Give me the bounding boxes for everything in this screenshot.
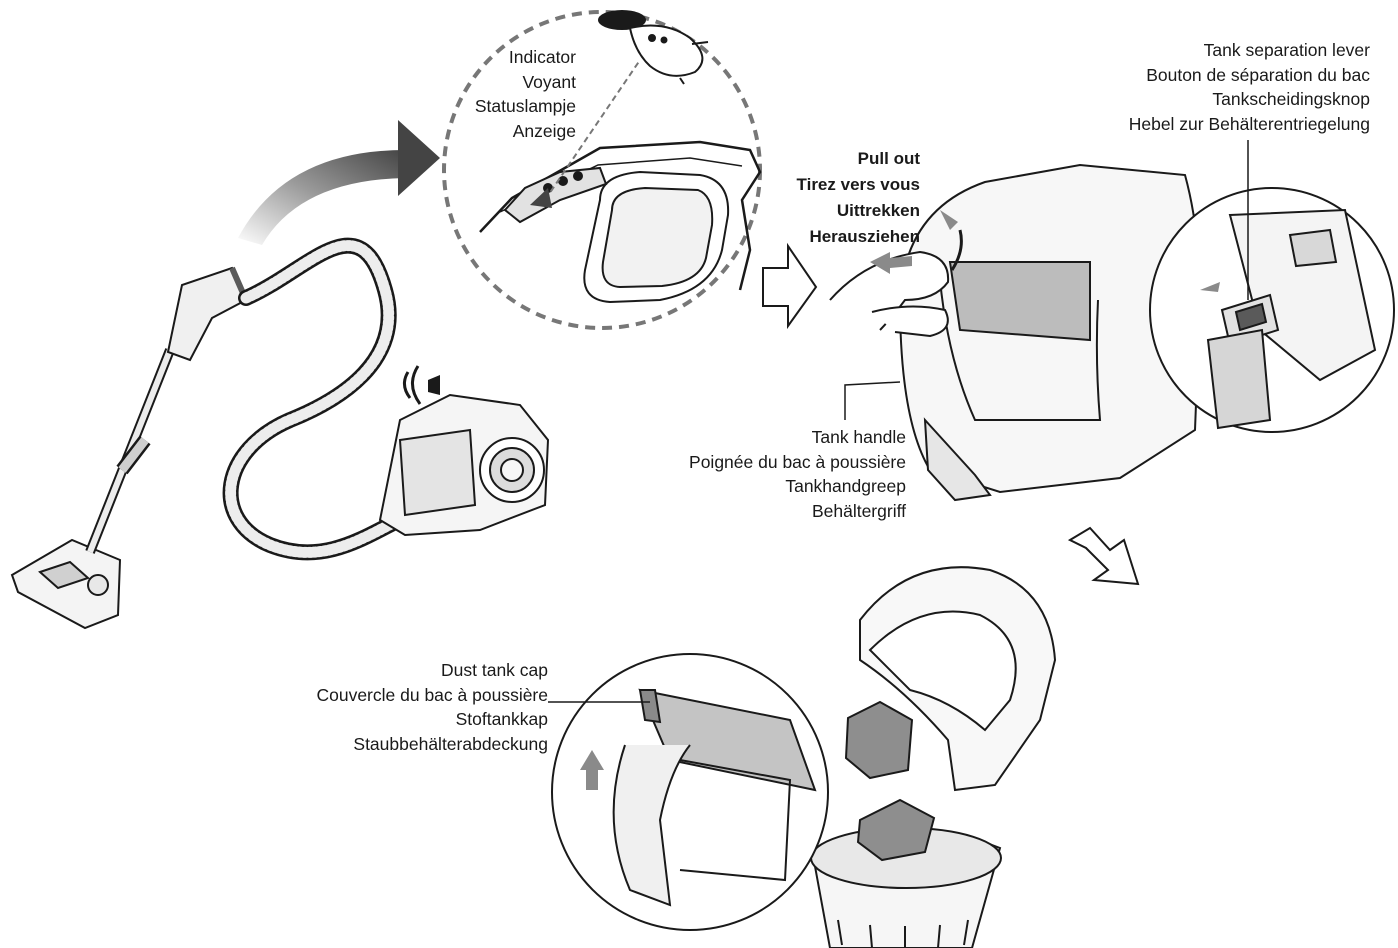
dust-mascot-icon [598, 10, 709, 85]
indicator-label: Indicator Voyant Statuslampje Anzeige [434, 45, 576, 143]
tank-handle-label: Tank handle Poignée du bac à poussière T… [636, 425, 906, 523]
dust-tank-cap-label-fr: Couvercle du bac à poussière [316, 684, 548, 705]
dust-tank-cap-label-nl: Stoftankkap [455, 709, 548, 729]
indicator-label-fr: Voyant [522, 71, 576, 92]
tank-handle-label-en: Tank handle [811, 427, 906, 447]
indicator-label-en: Indicator [508, 47, 576, 67]
indicator-label-nl: Statuslampje [474, 96, 576, 116]
dust-tank-cap-zoom-circle [548, 653, 829, 931]
pull-out-label-en: Pull out [857, 149, 920, 168]
tank-separation-lever-label: Tank separation lever Bouton de séparati… [1060, 38, 1370, 136]
tank-separation-lever-label-en: Tank separation lever [1203, 40, 1370, 60]
separation-lever-zoom-circle [1149, 140, 1395, 433]
dust-tank-cap-label-de: Staubbehälterabdeckung [353, 733, 548, 754]
tank-handle-label-nl: Tankhandgreep [785, 476, 906, 496]
curved-arrow-icon [238, 120, 440, 245]
pull-out-label: Pull out Tirez vers vous Uittrekken Hera… [760, 146, 920, 250]
pull-out-label-fr: Tirez vers vous [796, 175, 920, 194]
next-step-arrow-icon [762, 242, 818, 330]
vacuum-cleaner-illustration [10, 237, 550, 630]
pull-out-label-nl: Uittrekken [836, 201, 920, 220]
tank-separation-lever-label-de: Hebel zur Behälterentriegelung [1128, 113, 1370, 134]
indicator-zoom-circle [442, 10, 762, 330]
next-step-arrow-2-icon [1067, 526, 1140, 586]
tank-separation-lever-label-nl: Tankscheidingsknop [1212, 89, 1370, 109]
dust-tank-cap-label: Dust tank cap Couvercle du bac à poussiè… [258, 658, 548, 756]
tank-separation-lever-label-fr: Bouton de séparation du bac [1146, 64, 1370, 85]
tank-handle-label-fr: Poignée du bac à poussière [689, 451, 906, 472]
tank-handle-label-de: Behältergriff [811, 500, 906, 521]
tank-removal-illustration [829, 163, 1202, 502]
pull-out-label-de: Herausziehen [809, 227, 920, 246]
dust-tank-cap-label-en: Dust tank cap [441, 660, 548, 680]
emptying-tank-illustration [810, 566, 1057, 948]
indicator-label-de: Anzeige [512, 120, 576, 141]
